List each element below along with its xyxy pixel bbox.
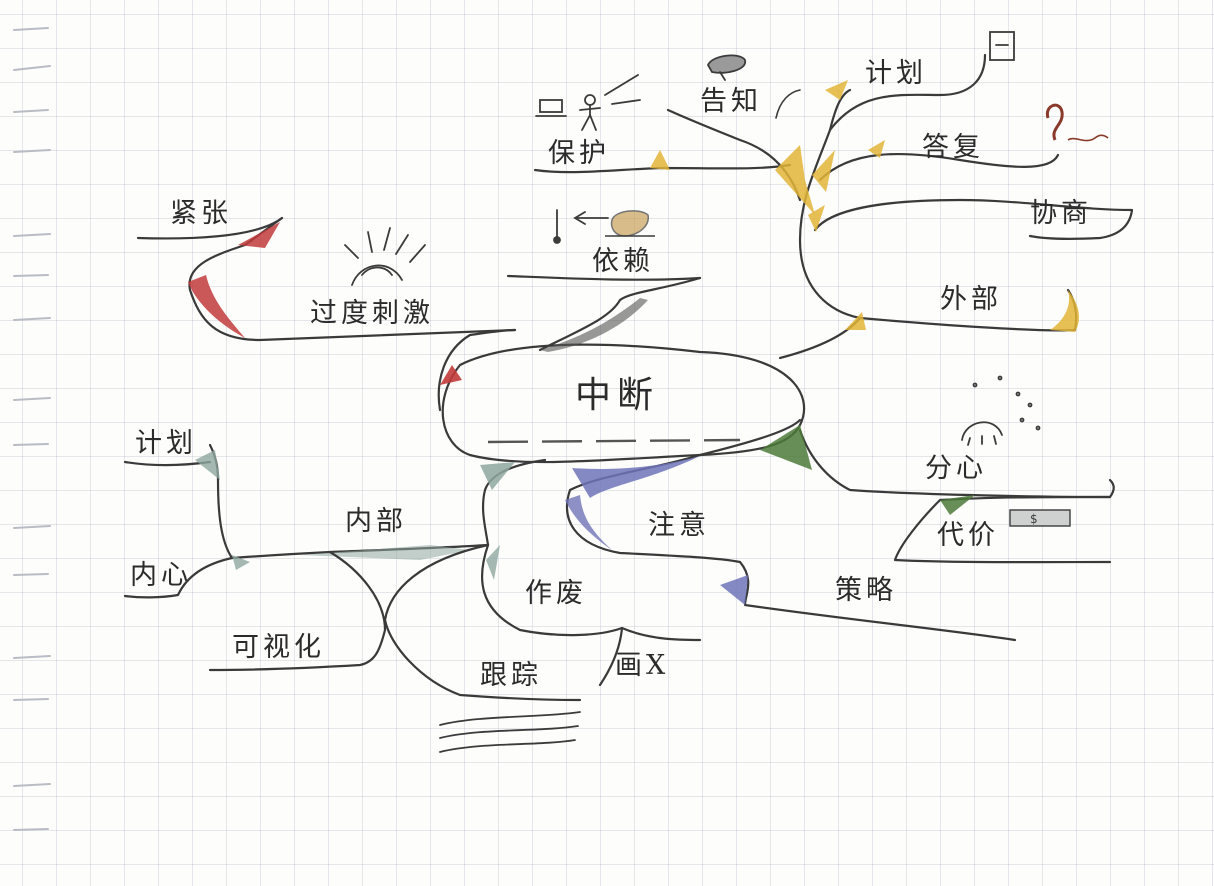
node-fenxin: 分心 xyxy=(925,453,987,484)
branch-tension xyxy=(136,216,517,412)
snail-icon xyxy=(1045,103,1109,142)
person-icon xyxy=(579,74,641,131)
node-yilai: 依赖 xyxy=(592,246,654,277)
note-icon xyxy=(989,31,1015,61)
node-jihua-top: 计划 xyxy=(865,58,927,89)
node-zuofei: 作废 xyxy=(525,578,587,609)
node-waibu: 外部 xyxy=(940,284,1002,315)
node-celue: 策略 xyxy=(835,575,897,606)
branch-internal xyxy=(123,443,702,702)
laptop-icon xyxy=(535,99,567,117)
node-jihua-left: 计划 xyxy=(135,428,197,459)
node-keshihua: 可视化 xyxy=(232,632,325,663)
node-xieshang: 协商 xyxy=(1030,198,1092,229)
branch-attention xyxy=(565,453,1017,642)
sparkle-head-icon xyxy=(961,375,1041,446)
bolt-icon xyxy=(344,227,426,286)
node-jinzhang: 紧张 xyxy=(170,198,232,229)
cup-icon xyxy=(605,210,655,237)
node-guodu-ciji: 过度刺激 xyxy=(310,298,434,329)
branch-external xyxy=(533,53,1134,360)
node-daijia: 代价 xyxy=(937,520,999,551)
node-neibu: 内部 xyxy=(345,506,407,537)
branch-distraction xyxy=(698,418,1115,564)
svg-text:$: $ xyxy=(1030,512,1038,526)
node-genzong: 跟踪 xyxy=(480,660,542,691)
bill-icon: $ xyxy=(1009,509,1071,527)
node-hua-x: 画X xyxy=(615,650,670,681)
branch-dependency xyxy=(506,274,702,352)
water-waves-icon xyxy=(439,711,581,753)
center-label: 中断 xyxy=(575,375,660,416)
flashlight-icon xyxy=(707,54,746,81)
thermometer-icon xyxy=(553,209,609,244)
node-zhuyi: 注意 xyxy=(648,510,710,541)
node-baohu: 保护 xyxy=(548,138,610,169)
node-gaozhi: 告知 xyxy=(700,86,762,117)
node-neixin: 内心 xyxy=(130,560,192,591)
margin-ticks xyxy=(13,27,51,831)
node-dafu: 答复 xyxy=(922,132,984,163)
